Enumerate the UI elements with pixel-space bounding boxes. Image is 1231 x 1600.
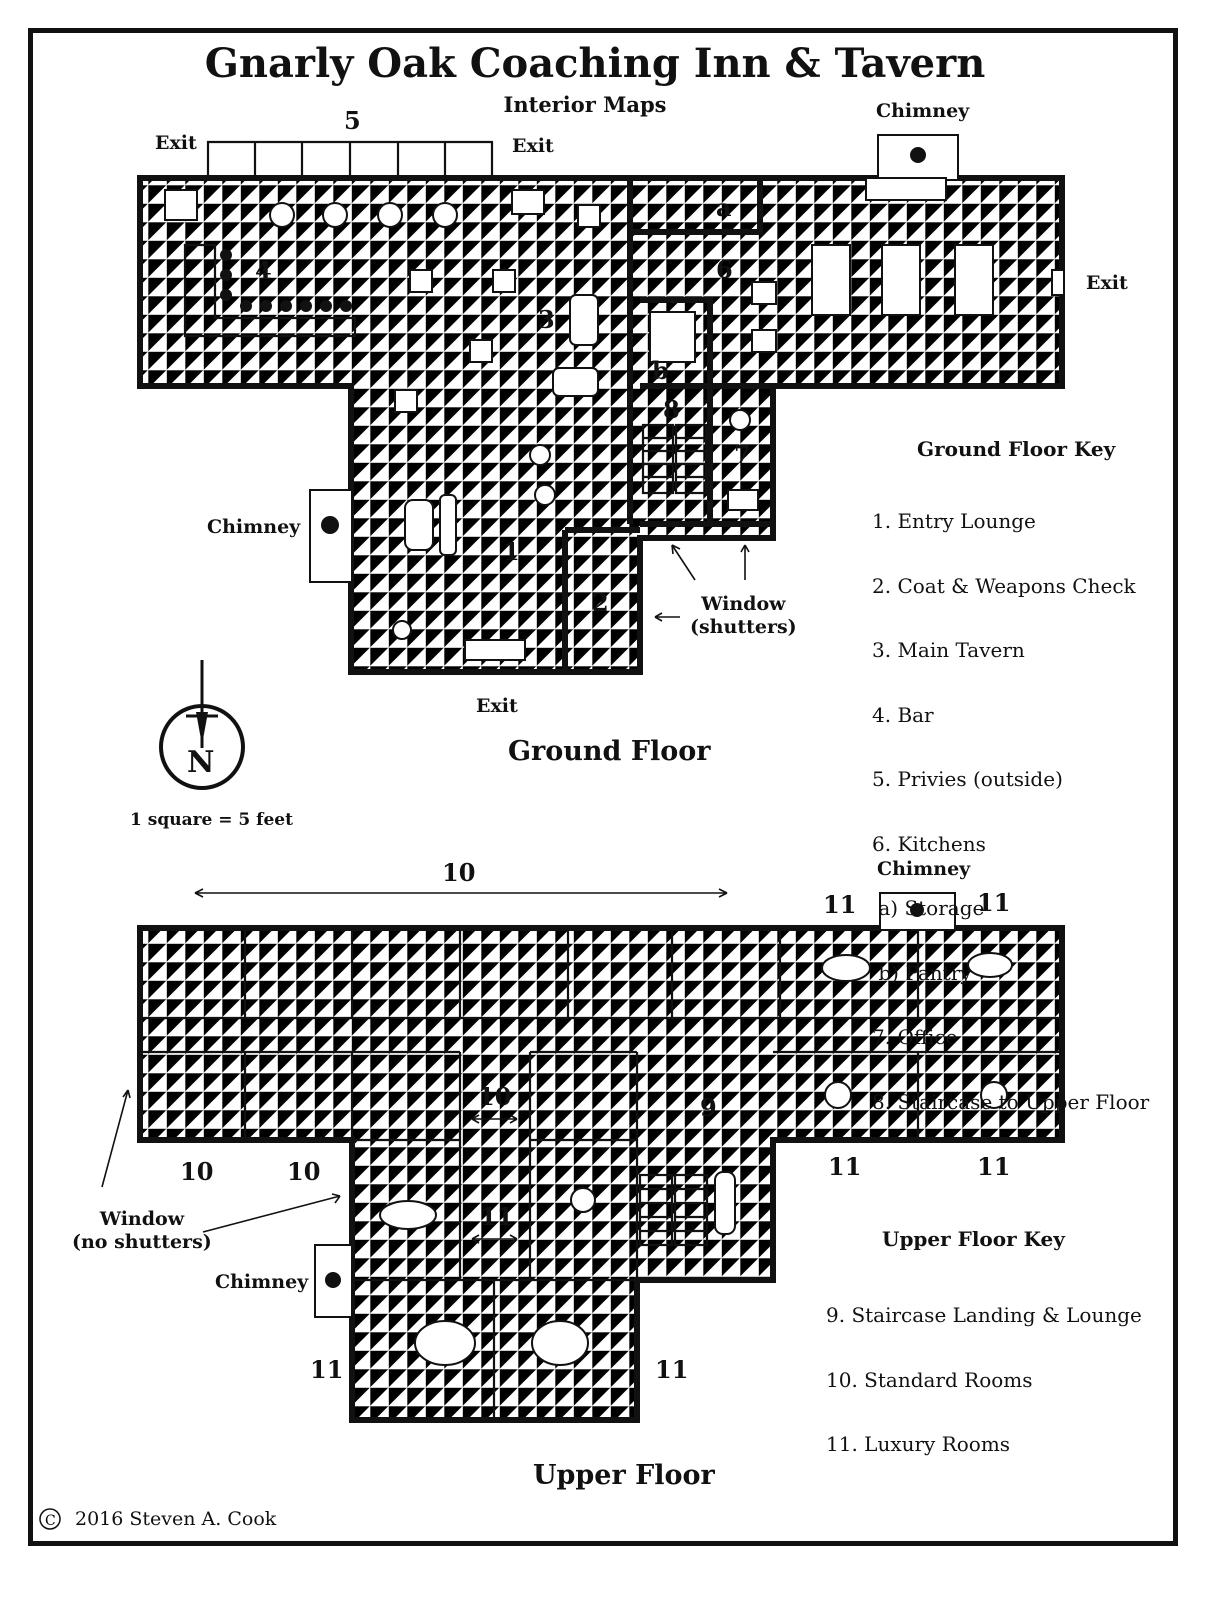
room-number-8: 8 xyxy=(663,395,680,424)
ground-key-item: 2. Coat & Weapons Check xyxy=(872,573,1136,598)
room-number-11-se: 11 xyxy=(655,1355,689,1384)
chimney-label-upper-north: Chimney xyxy=(877,858,971,880)
room-number-10-mid: 10 xyxy=(478,1082,512,1111)
upper-floor-plan xyxy=(101,888,1065,1423)
map-subtitle: Interior Maps xyxy=(503,92,667,117)
room-number-4: 4 xyxy=(255,256,272,285)
ground-floor-heading: Ground Floor xyxy=(508,736,711,767)
room-number-3: 3 xyxy=(538,305,555,334)
room-number-11-ne1: 11 xyxy=(823,890,857,919)
ground-floor-key-title: Ground Floor Key xyxy=(917,437,1116,461)
svg-text:C: C xyxy=(45,1513,56,1529)
map-border xyxy=(28,28,1178,1546)
room-number-11-se1: 11 xyxy=(828,1152,862,1181)
copyright-text: 2016 Steven A. Cook xyxy=(75,1508,277,1530)
room-number-11-ne2: 11 xyxy=(977,888,1011,917)
ground-key-item: 1. Entry Lounge xyxy=(872,509,1036,533)
exit-label-south: Exit xyxy=(476,695,518,717)
exit-label-east: Exit xyxy=(1086,272,1128,294)
upper-key-item: 11. Luxury Rooms xyxy=(826,1432,1011,1456)
ground-key-item: 5. Privies (outside) xyxy=(872,767,1063,791)
ground-key-item: 8. Staircase to Upper Floor xyxy=(872,1089,1150,1114)
room-number-6: 6 xyxy=(716,255,733,284)
map-scale: 1 square = 5 feet xyxy=(130,810,293,830)
room-number-9: 9 xyxy=(700,1093,717,1122)
upper-key-item: 9. Staircase Landing & Lounge xyxy=(826,1303,1142,1327)
upper-floor-heading: Upper Floor xyxy=(533,1460,715,1491)
room-number-5: 5 xyxy=(344,106,361,135)
chimney-label-ground-west: Chimney xyxy=(207,516,301,538)
ground-key-item: b) Pantry xyxy=(872,960,972,985)
ground-key-item: 7. Office xyxy=(872,1025,958,1049)
chimney-label-upper-west: Chimney xyxy=(215,1271,309,1293)
compass-rose xyxy=(159,660,245,790)
ground-key-item: 4. Bar xyxy=(872,702,934,727)
upper-chimney-north xyxy=(879,892,956,931)
room-number-11-se2: 11 xyxy=(977,1152,1011,1181)
compass-north-letter: N xyxy=(187,745,215,780)
room-letter-a: a xyxy=(716,193,732,222)
ground-key-item: a) Storage xyxy=(872,896,985,920)
room-number-11-mid: 11 xyxy=(480,1202,514,1231)
ground-floor-plan xyxy=(137,134,1065,790)
room-number-7: 7 xyxy=(734,440,751,469)
ground-chimney-west xyxy=(309,489,353,583)
room-number-1: 1 xyxy=(503,537,520,566)
map-title: Gnarly Oak Coaching Inn & Tavern xyxy=(204,40,986,87)
ground-floor-outer-wall xyxy=(137,175,1065,675)
room-number-11-sw: 11 xyxy=(310,1355,344,1384)
window-shutters-label: Window (shutters) xyxy=(690,593,797,638)
ground-key-item: 3. Main Tavern xyxy=(872,638,1025,662)
exit-label-northwest: Exit xyxy=(155,132,197,154)
room-number-10-sw1: 10 xyxy=(180,1157,214,1186)
ground-floor-key-list: 1. Entry Lounge 2. Coat & Weapons Check … xyxy=(872,470,1149,1134)
upper-key-item: 10. Standard Rooms xyxy=(826,1367,1033,1392)
upper-floor-key-title: Upper Floor Key xyxy=(882,1227,1065,1251)
ground-key-item: 6. Kitchens xyxy=(872,831,986,856)
upper-chimney-west xyxy=(314,1244,353,1318)
exit-label-north: Exit xyxy=(512,135,554,157)
room-number-10-top: 10 xyxy=(442,858,476,887)
upper-floor-key-list: 9. Staircase Landing & Lounge 10. Standa… xyxy=(826,1264,1142,1477)
room-letter-b: b xyxy=(652,356,669,385)
room-number-10-sw2: 10 xyxy=(287,1157,321,1186)
ground-chimney-north xyxy=(877,134,959,181)
window-no-shutters-label: Window (no shutters) xyxy=(72,1208,212,1253)
room-number-2: 2 xyxy=(592,588,609,617)
copyright-symbol xyxy=(39,1508,61,1530)
chimney-label-ground-north: Chimney xyxy=(876,100,970,122)
